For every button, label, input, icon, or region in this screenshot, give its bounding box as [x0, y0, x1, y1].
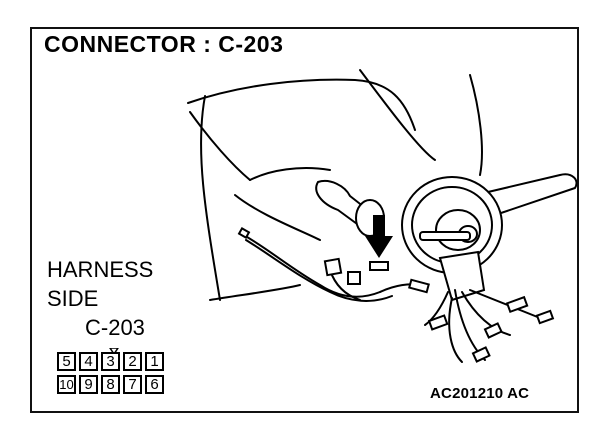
reference-code: AC201210 AC: [430, 385, 530, 402]
wire-harness: [241, 233, 541, 363]
panel-right-line: [469, 74, 483, 176]
pin-1: 1: [145, 352, 164, 371]
pin-10: 10: [57, 375, 76, 394]
shroud-top: [249, 167, 331, 181]
harness-label-line3: C-203: [85, 315, 145, 340]
harness-label-line2: SIDE: [47, 286, 99, 311]
lower-panel-line: [209, 284, 301, 301]
connector-top-row: 5 4 3 2 1: [57, 352, 167, 371]
pin-3: 3: [101, 352, 120, 371]
combination-switch-lever-right: [487, 173, 578, 215]
pointer-arrow-icon: [365, 215, 393, 258]
dash-left-edge: [199, 95, 221, 301]
panel-line: [359, 69, 436, 161]
pin-6: 6: [145, 375, 164, 394]
shroud-lower: [234, 194, 321, 241]
harness-label-line1: HARNESS: [47, 257, 154, 282]
pin-4: 4: [79, 352, 98, 371]
pin-9: 9: [79, 375, 98, 394]
pin-7: 7: [123, 375, 142, 394]
pin-2: 2: [123, 352, 142, 371]
dash-upper-outline: [187, 78, 416, 131]
dash-inner-curve: [189, 111, 251, 181]
connector-title: CONNECTOR : C-203: [44, 31, 284, 57]
clock-spring-body: [401, 176, 503, 274]
harness-connectors: [237, 227, 555, 363]
connector-bottom-row: 10 9 8 7 6: [57, 375, 167, 394]
connector-pinout: 5 4 3 2 1 10 9 8 7 6: [55, 348, 173, 400]
pin-5: 5: [57, 352, 76, 371]
pin-8: 8: [101, 375, 120, 394]
connector-latch-icon: [109, 348, 119, 356]
clock-spring-lower-housing: [438, 250, 486, 302]
harness-side-label: HARNESS SIDE C-203: [47, 255, 153, 342]
